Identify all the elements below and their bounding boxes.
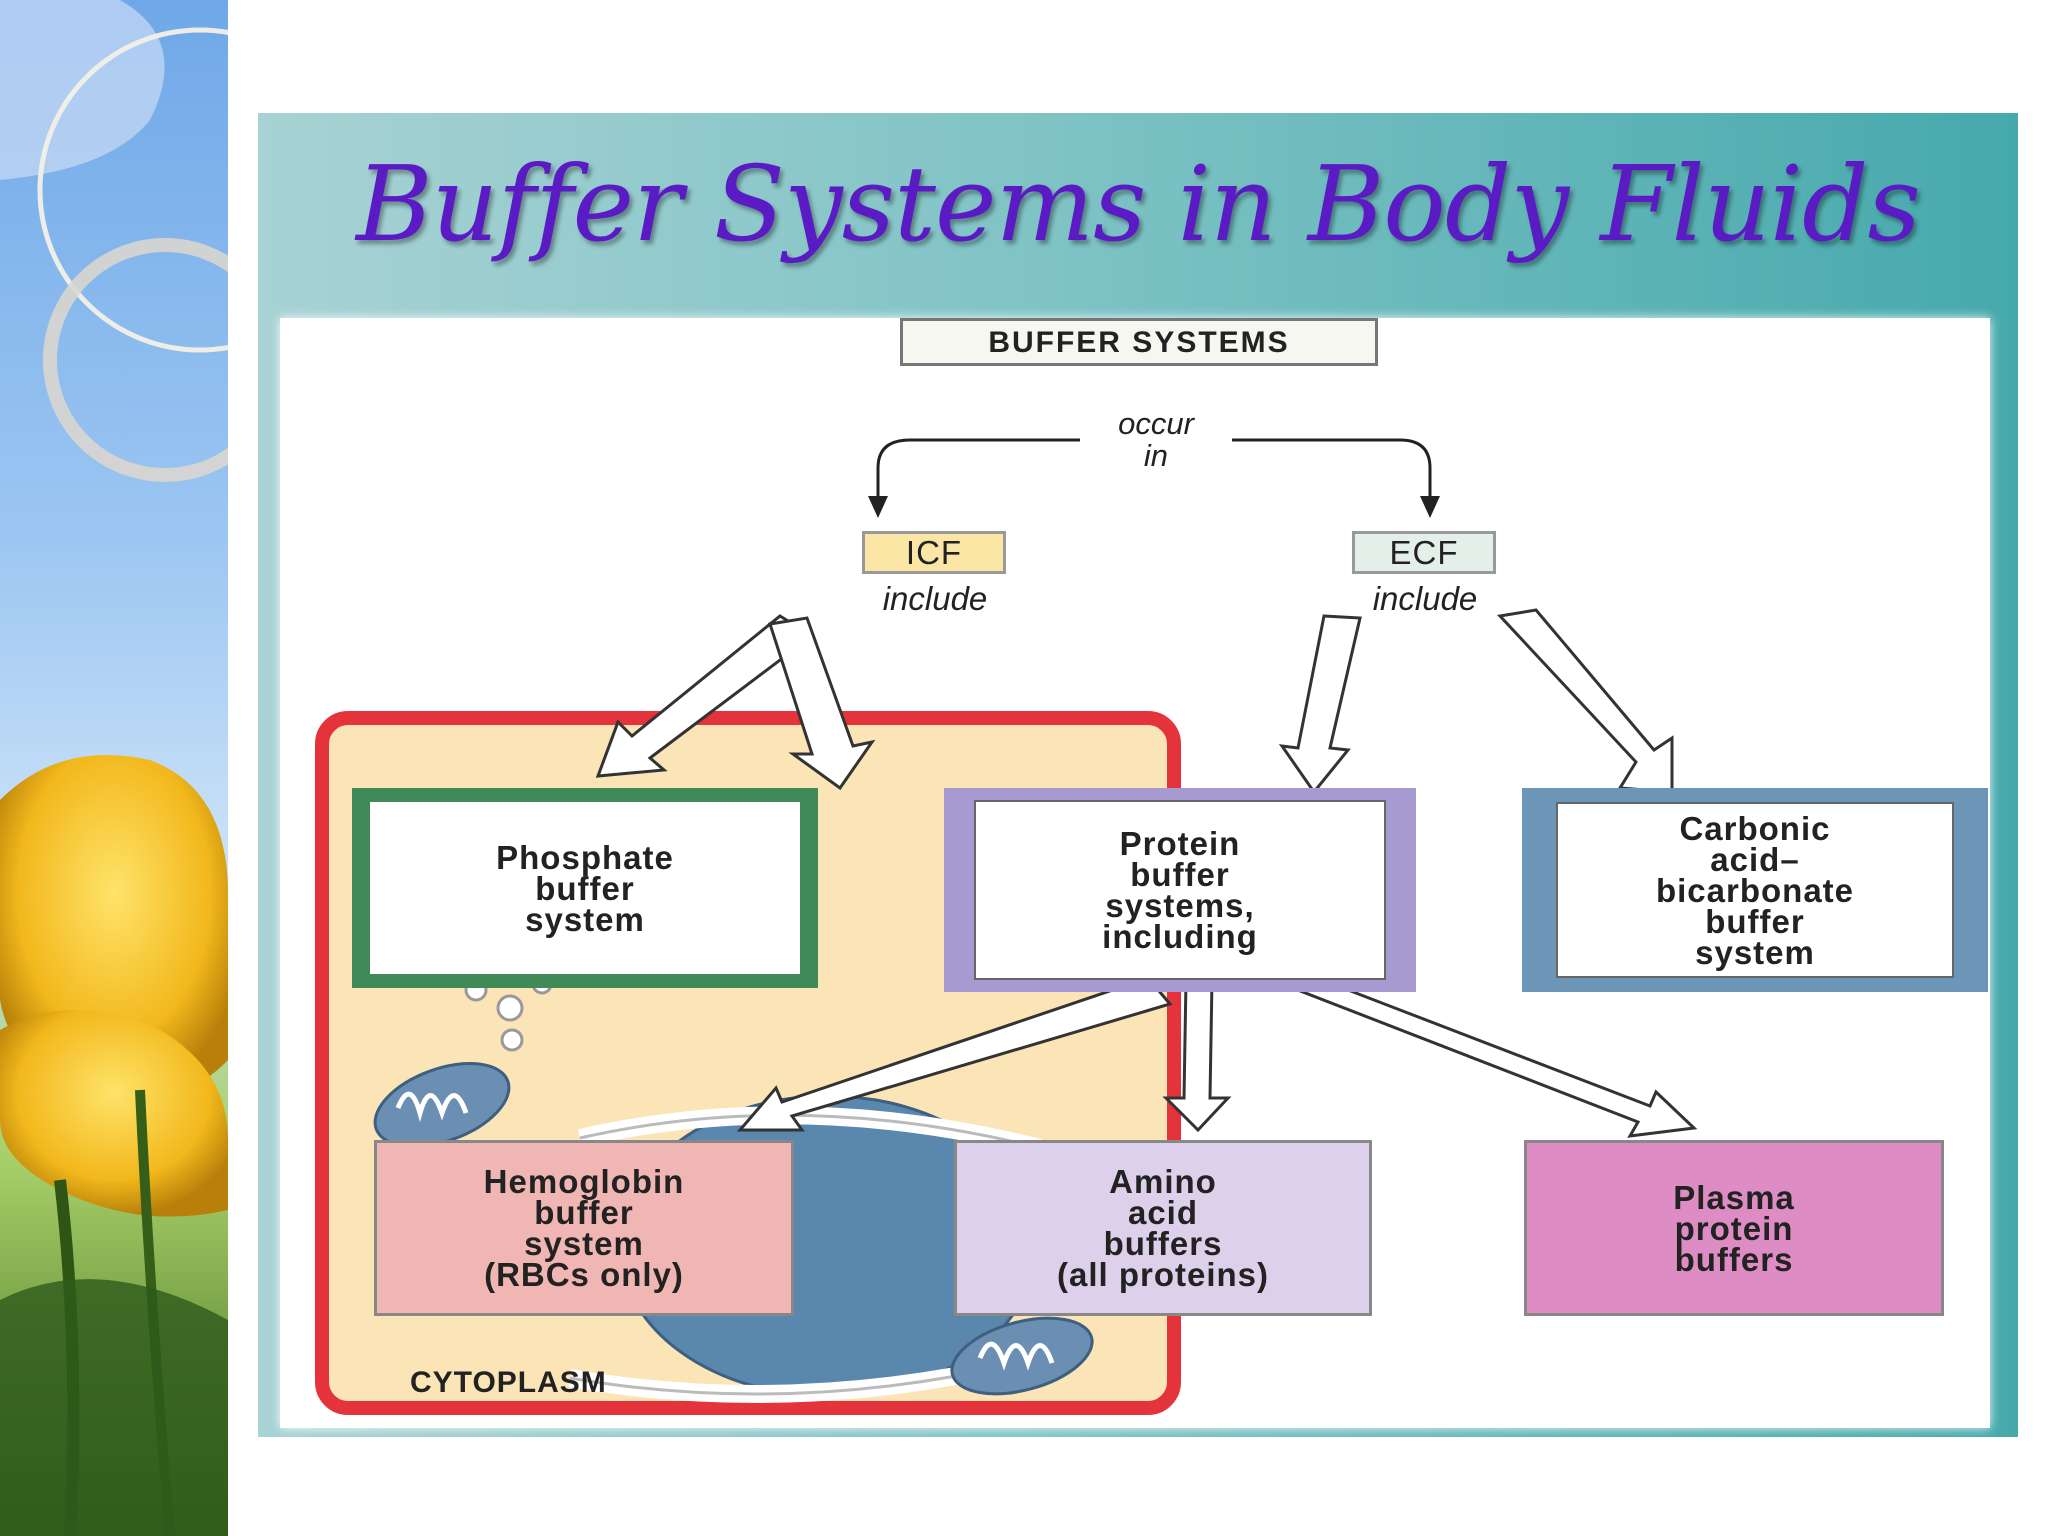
vesicle — [500, 1028, 524, 1052]
slide-title: Buffer Systems in Body Fluids — [356, 143, 1921, 265]
hemoglobin-buffer-box: Hemoglobin buffer system (RBCs only) — [374, 1140, 794, 1316]
ecf-box: ECF — [1352, 531, 1496, 574]
protein-buffer-box: Protein buffer systems, including — [944, 788, 1416, 992]
occur-in-label: occur in — [1118, 406, 1194, 473]
decorative-side-strip — [0, 0, 228, 1536]
buffer-systems-header: BUFFER SYSTEMS — [900, 318, 1378, 366]
arrow-protein-to-plasma — [1267, 968, 1698, 1138]
icf-include-label: include — [882, 580, 988, 617]
arrow-protein-to-hemoglobin — [736, 976, 1173, 1132]
ecf-include-label: include — [1372, 580, 1478, 617]
mitochondrion-2 — [950, 1316, 1094, 1396]
diagram-panel: BUFFER SYSTEMS occur in ICF include ECF … — [280, 318, 1990, 1428]
vesicle — [496, 994, 524, 1022]
phosphate-buffer-box: Phosphate buffer system — [352, 788, 818, 988]
amino-acid-buffers-box: Amino acid buffers (all proteins) — [954, 1140, 1372, 1316]
connector-to-ecf — [1232, 438, 1432, 498]
carbonic-acid-bicarbonate-box: Carbonic acid– bicarbonate buffer system — [1522, 788, 1988, 992]
arrow-ecf-to-carbonic — [1496, 608, 1674, 794]
arrow-icf-to-protein — [768, 616, 876, 791]
mitochondrion-1 — [373, 1062, 511, 1148]
icf-box: ICF — [862, 531, 1006, 574]
arrow-protein-to-amino — [1162, 978, 1232, 1133]
side-decoration-art — [0, 0, 228, 1536]
cytoplasm-label: CYTOPLASM — [410, 1366, 607, 1399]
hollow-arrows — [595, 608, 1698, 1138]
connector-to-icf — [876, 438, 1080, 498]
arrow-ecf-to-protein — [1278, 614, 1362, 795]
arrowhead-ecf — [1420, 496, 1440, 518]
arrowhead-icf — [868, 496, 888, 518]
slide-card: Buffer Systems in Body Fluids — [258, 113, 2018, 1437]
plasma-protein-buffers-box: Plasma protein buffers — [1524, 1140, 1944, 1316]
